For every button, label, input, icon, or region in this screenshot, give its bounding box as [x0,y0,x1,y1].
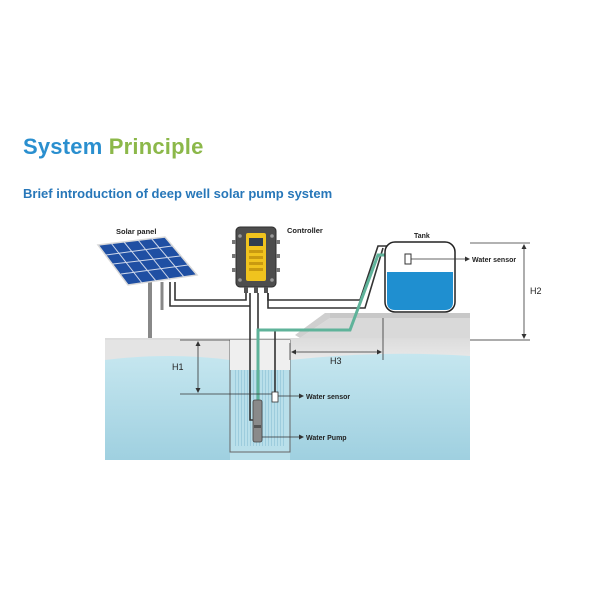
title-word-system: System [23,134,103,159]
well-sensor-arrowhead [299,393,304,399]
solar-panel-label: Solar panel [116,227,156,236]
tank-platform [330,313,470,318]
solar-panel [96,236,199,338]
h2-label: H2 [530,286,542,296]
page-title: System Principle [23,134,204,160]
tank-label: Tank [414,233,430,240]
tank-water-sensor-label: Water sensor [472,257,516,264]
h3-dimension [289,318,384,360]
page-subtitle: Brief introduction of deep well solar pu… [23,186,333,201]
water-pump [252,399,263,443]
controller-label: Controller [287,226,323,235]
pump-arrowhead [299,434,304,440]
title-word-principle: Principle [108,134,204,159]
h3-label: H3 [330,356,342,366]
h1-label: H1 [172,362,184,372]
h1-dimension [180,339,272,395]
water-pump-label: Water Pump [306,435,347,442]
tank-sensor-arrowhead [465,256,470,262]
well-water-sensor-label: Water sensor [306,394,350,401]
well-water-sensor [271,391,279,403]
water-tank [384,241,456,313]
controller [232,226,280,293]
